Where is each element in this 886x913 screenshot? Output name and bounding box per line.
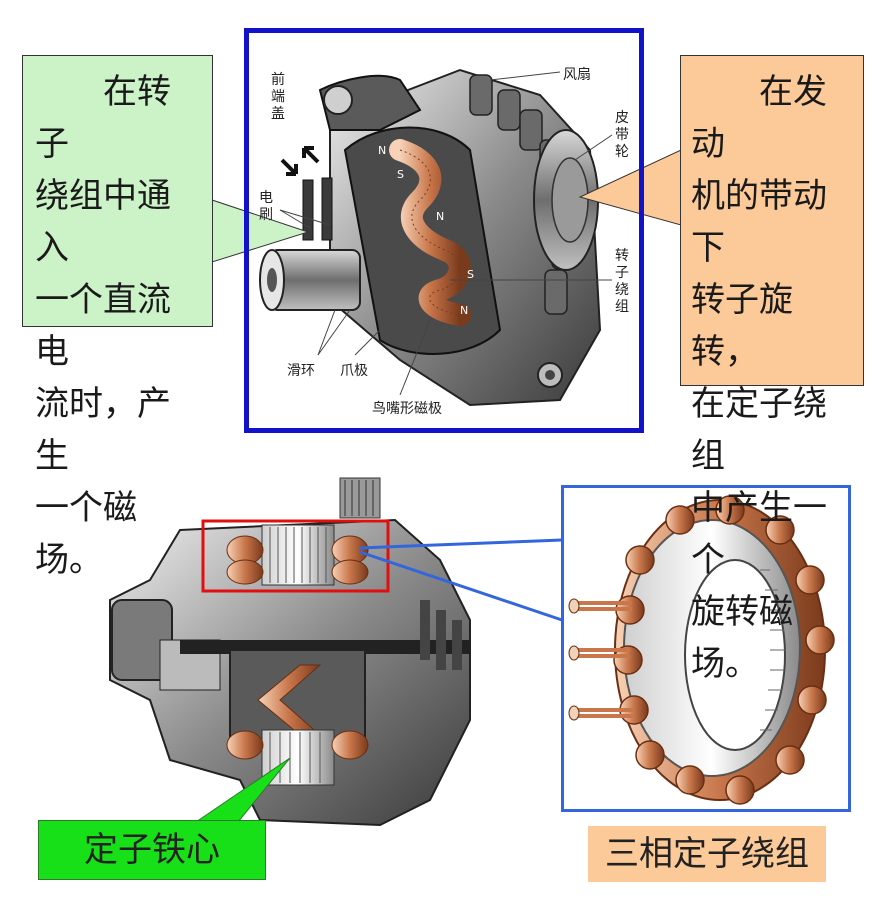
left-callout-line-2: 绕组中通入: [35, 176, 171, 268]
pointer-line-upper: [359, 538, 563, 550]
pointer-line-lower: [359, 550, 563, 622]
left-callout-line-1: 在转子: [35, 72, 171, 164]
left-callout-line-4: 流时，产生: [35, 384, 171, 476]
label-brush: 电刷: [259, 190, 273, 223]
top-alternator-frame: [244, 28, 644, 433]
pole-label-s-1: S: [397, 168, 404, 181]
leader-lines-top: [279, 71, 613, 396]
label-fan: 风扇: [563, 67, 591, 83]
right-callout-line-3: 转子旋转，: [691, 280, 793, 372]
label-claw-pole: 爪极: [340, 363, 368, 379]
top-alternator-illustration: [259, 68, 602, 407]
right-callout-line-6: 旋转磁场。: [691, 592, 793, 684]
label-rotor-winding: 转子绕组: [615, 248, 629, 315]
stator-highlight-box: [201, 519, 390, 593]
pole-label-s-2: S: [467, 268, 474, 281]
pole-label-n-3: N: [460, 304, 469, 317]
label-slip-ring: 滑环: [287, 363, 315, 379]
bottom-alternator-cutaway: [109, 477, 471, 827]
three-phase-winding-label: 三相定子绕组: [588, 826, 826, 882]
pole-label-n-2: N: [436, 210, 445, 223]
stator-core-label: 定子铁心: [38, 820, 266, 880]
label-pulley: 皮带轮: [615, 110, 629, 160]
pole-label-n-1: N: [378, 144, 387, 157]
rotor-current-callout: 在转子 绕组中通入 一个直流电 流时，产生 一个磁场。: [22, 55, 213, 580]
rotation-callout: 在发动 机的带动下 转子旋转， 在定子绕组 中产生一个 旋转磁场。: [680, 55, 864, 684]
right-callout-line-1: 在发动: [691, 72, 827, 164]
right-callout-line-2: 机的带动下: [691, 176, 827, 268]
label-front-cover: 前端盖: [271, 72, 285, 122]
right-callout-line-5: 中产生一个: [691, 488, 827, 580]
label-beak-pole: 鸟嘴形磁极: [372, 401, 442, 417]
right-callout-line-4: 在定子绕组: [691, 384, 827, 476]
left-callout-line-3: 一个直流电: [35, 280, 171, 372]
left-callout-line-5: 一个磁场。: [35, 488, 137, 580]
